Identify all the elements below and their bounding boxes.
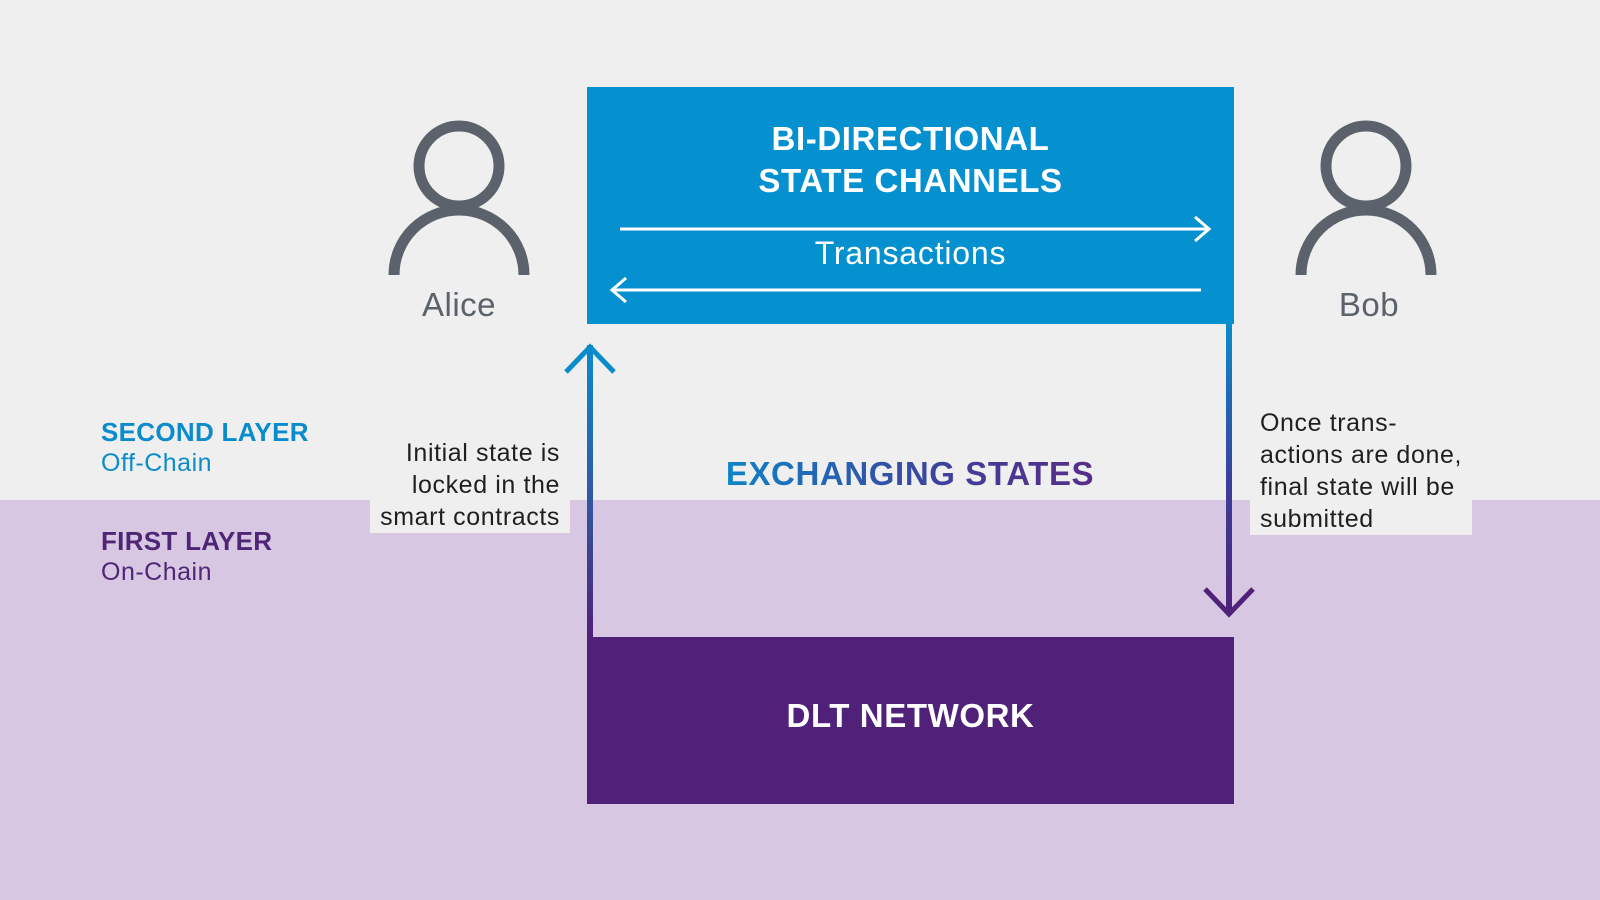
note-line: locked in the bbox=[411, 471, 560, 499]
arrow-down-icon bbox=[1203, 324, 1255, 618]
participant-alice: Alice bbox=[421, 286, 497, 323]
note-line: submitted bbox=[1260, 505, 1374, 533]
person-icon bbox=[388, 120, 530, 276]
arrow-left-icon bbox=[609, 276, 1201, 304]
note-line: final state will be bbox=[1260, 473, 1455, 501]
second-layer-title: SECOND LAYER bbox=[101, 417, 309, 447]
exchanging-states-label: EXCHANGING STATES bbox=[700, 455, 1120, 493]
arrow-right-icon bbox=[620, 215, 1212, 243]
participant-bob: Bob bbox=[1338, 286, 1400, 323]
state-channel-box: BI-DIRECTIONAL STATE CHANNELS Transactio… bbox=[587, 87, 1234, 324]
second-layer-subtitle: Off-Chain bbox=[101, 449, 213, 477]
arrow-up-icon bbox=[564, 343, 616, 637]
initial-state-note: Initial state is locked in the smart con… bbox=[370, 437, 570, 533]
first-layer-title: FIRST LAYER bbox=[101, 526, 273, 556]
channel-title-line2: STATE CHANNELS bbox=[758, 162, 1063, 199]
final-state-note: Once trans- actions are done, final stat… bbox=[1250, 407, 1472, 535]
transaction-arrows bbox=[609, 215, 1212, 304]
channel-title-line1: BI-DIRECTIONAL bbox=[771, 120, 1050, 157]
dlt-network-label: DLT NETWORK bbox=[786, 697, 1035, 734]
note-line: actions are done, bbox=[1260, 441, 1462, 469]
person-icon bbox=[1295, 120, 1437, 276]
note-line: Once trans- bbox=[1260, 409, 1398, 437]
dlt-network-box: DLT NETWORK bbox=[587, 637, 1234, 804]
note-line: smart contracts bbox=[380, 503, 560, 531]
first-layer-subtitle: On-Chain bbox=[101, 558, 212, 586]
transactions-label: Transactions bbox=[814, 235, 1007, 271]
note-line: Initial state is bbox=[405, 439, 560, 467]
